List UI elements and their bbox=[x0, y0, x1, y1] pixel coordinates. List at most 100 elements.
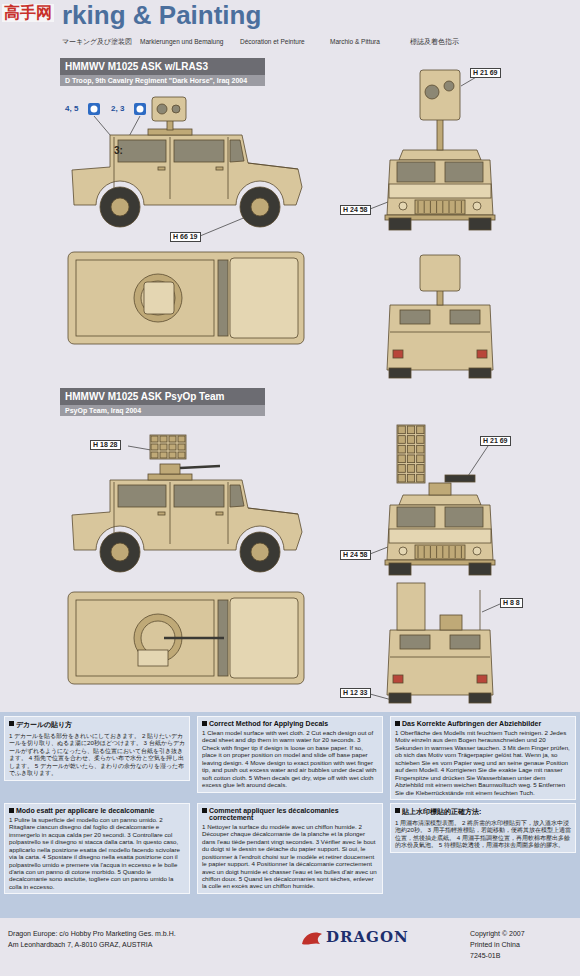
speaker-cell bbox=[417, 474, 424, 482]
grille-slat bbox=[442, 201, 443, 213]
antenna bbox=[480, 590, 481, 630]
speaker-cell bbox=[151, 444, 158, 450]
speaker-cell bbox=[169, 436, 176, 442]
headlight bbox=[399, 202, 407, 210]
weapon-mount bbox=[160, 464, 180, 474]
hood-line bbox=[248, 508, 298, 514]
grille-slat bbox=[449, 201, 450, 213]
hood-line bbox=[248, 163, 298, 169]
front-view bbox=[385, 425, 495, 575]
address: Dragon Europe: c/o Hobby Pro Marketing G… bbox=[8, 930, 176, 938]
window bbox=[400, 635, 430, 649]
hood bbox=[230, 598, 298, 678]
lras3-sensor bbox=[420, 70, 460, 120]
paint-callout: H 21 69 bbox=[470, 68, 501, 78]
dragon-logo bbox=[302, 932, 322, 944]
decal-icon bbox=[91, 106, 98, 113]
speaker-cell bbox=[407, 426, 414, 434]
window bbox=[118, 140, 166, 162]
roof bbox=[76, 260, 214, 336]
side-view bbox=[72, 435, 302, 572]
heading: HMMWV M1025 ASK w/LRAS3 bbox=[60, 58, 265, 75]
rear-view bbox=[387, 255, 493, 378]
top-view bbox=[68, 592, 304, 684]
window bbox=[174, 140, 224, 162]
leader-line bbox=[128, 446, 151, 450]
speaker-cell bbox=[398, 455, 405, 463]
loudspeaker bbox=[150, 435, 186, 459]
heading-translation: Décoration et Peinture bbox=[240, 38, 305, 45]
paint-callout: H 21 69 bbox=[480, 436, 511, 446]
paint-callout: H 8 8 bbox=[500, 598, 523, 608]
speaker-cell bbox=[160, 452, 167, 458]
roof bbox=[399, 150, 481, 160]
tailgate-line bbox=[390, 657, 490, 658]
weapon-mount bbox=[429, 483, 451, 495]
decal-panel bbox=[0, 712, 580, 918]
window bbox=[174, 485, 224, 507]
grille-slat bbox=[455, 201, 456, 213]
grille-slat bbox=[436, 201, 437, 213]
wheel bbox=[100, 532, 140, 572]
heading: Correct Method for Applying Decals bbox=[202, 720, 378, 727]
roof bbox=[399, 495, 481, 505]
instruction-box: デカールの貼り方1 デカールを貼る部分をきれいにしておきます。 2 貼りたいデカ… bbox=[4, 716, 190, 781]
tail-light bbox=[477, 350, 487, 358]
wheel bbox=[389, 693, 411, 703]
body-text: 1 デカールを貼る部分をきれいにしておきます。 2 貼りたいデカールを切り取り、… bbox=[9, 732, 185, 777]
heading-translation: マーキング及び塗装図 bbox=[62, 38, 132, 45]
speaker-cell bbox=[178, 436, 185, 442]
lens bbox=[425, 85, 439, 99]
hull bbox=[68, 252, 304, 344]
paint-callout: H 24 58 bbox=[340, 550, 371, 560]
page-title: rking & Painting bbox=[62, 0, 261, 31]
handle bbox=[216, 512, 223, 515]
tail-light bbox=[477, 675, 487, 683]
windshield bbox=[230, 140, 244, 162]
address: Am Leonhardbach 7, A-8010 GRAZ, AUSTRIA bbox=[8, 941, 152, 949]
hub bbox=[111, 198, 129, 216]
heading: Comment appliquer les décalcomanies corr… bbox=[202, 807, 378, 821]
hull bbox=[387, 305, 493, 370]
instruction-box: 貼上水印標貼的正確方法:1 用濕布清潔模型表面。 2 將所需的水印標貼剪下，放入… bbox=[390, 803, 576, 853]
hood bbox=[389, 184, 491, 198]
heading: Das Korrekte Aufbringen der Abziehbilder bbox=[395, 720, 571, 727]
side-view bbox=[72, 97, 302, 227]
body-text: 1 Oberfläche des Modells mit feuchtem Tu… bbox=[395, 729, 571, 796]
tailgate-line bbox=[390, 332, 490, 333]
speaker-cell bbox=[417, 445, 424, 453]
speaker-cell bbox=[398, 445, 405, 453]
paint-callout: H 24 58 bbox=[340, 205, 371, 215]
speaker-cell bbox=[398, 426, 405, 434]
door-line bbox=[170, 482, 171, 544]
grille-slat bbox=[436, 546, 437, 558]
heading-translation: Marchio & Pittura bbox=[330, 38, 380, 45]
body-text: 1 用濕布清潔模型表面。 2 將所需的水印標貼剪下，放入溫水中浸泡約20秒。 3… bbox=[395, 819, 571, 849]
mast bbox=[437, 118, 443, 150]
window bbox=[450, 635, 480, 649]
speaker-cell bbox=[417, 455, 424, 463]
decal-number: 4, 5 bbox=[64, 104, 79, 113]
grille bbox=[415, 200, 465, 214]
instruction-box: Modo esatt per applicare le decalcomanie… bbox=[4, 803, 190, 894]
wheel bbox=[469, 218, 491, 230]
door-line bbox=[170, 137, 171, 199]
speaker-cell bbox=[169, 444, 176, 450]
speaker-cell bbox=[407, 445, 414, 453]
speaker-cell bbox=[417, 465, 424, 473]
windshield bbox=[397, 507, 435, 527]
copyright: Copyright © 2007 bbox=[470, 930, 525, 938]
grille-slat bbox=[418, 201, 419, 213]
wheel bbox=[469, 693, 491, 703]
grille-slat bbox=[430, 546, 431, 558]
lras3-sensor bbox=[152, 97, 186, 121]
lens bbox=[157, 104, 167, 114]
headlight bbox=[473, 547, 481, 555]
heading: Modo esatt per applicare le decalcomanie bbox=[9, 807, 185, 814]
body-text: PsyOp Team, Iraq 2004 bbox=[60, 405, 265, 416]
speaker-cell bbox=[398, 474, 405, 482]
wheel bbox=[100, 187, 140, 227]
headlight bbox=[399, 547, 407, 555]
version-banner: HMMWV M1025 ASK w/LRAS3D Troop, 9th Cava… bbox=[60, 58, 265, 86]
door-line bbox=[228, 482, 229, 544]
